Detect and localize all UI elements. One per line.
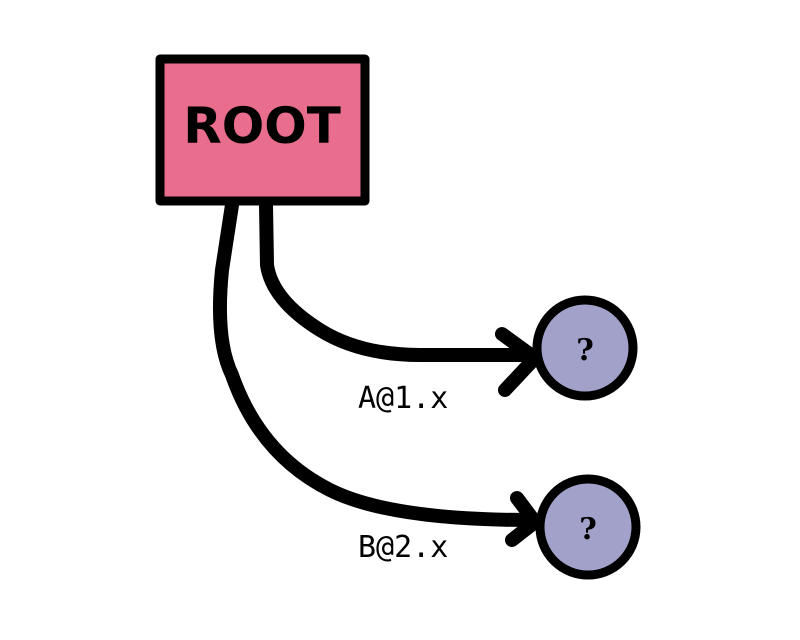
node-a[interactable]: ?: [532, 295, 638, 401]
node-b-circle: [535, 474, 641, 580]
node-a-label: ?: [576, 333, 594, 368]
edge-root-to-b: [212, 198, 537, 527]
arrowhead-b-icon: [505, 491, 542, 547]
node-a-circle: [532, 295, 638, 401]
edge-root-to-a: [259, 198, 542, 362]
root-label: ROOT: [183, 97, 341, 155]
edge-label-b: B@2.x: [358, 530, 448, 565]
root-box: [155, 54, 370, 206]
edge-label-a: A@1.x: [358, 381, 448, 416]
node-b[interactable]: ?: [535, 474, 641, 580]
root-node[interactable]: ROOT: [155, 54, 370, 206]
node-b-label: ?: [579, 512, 597, 547]
